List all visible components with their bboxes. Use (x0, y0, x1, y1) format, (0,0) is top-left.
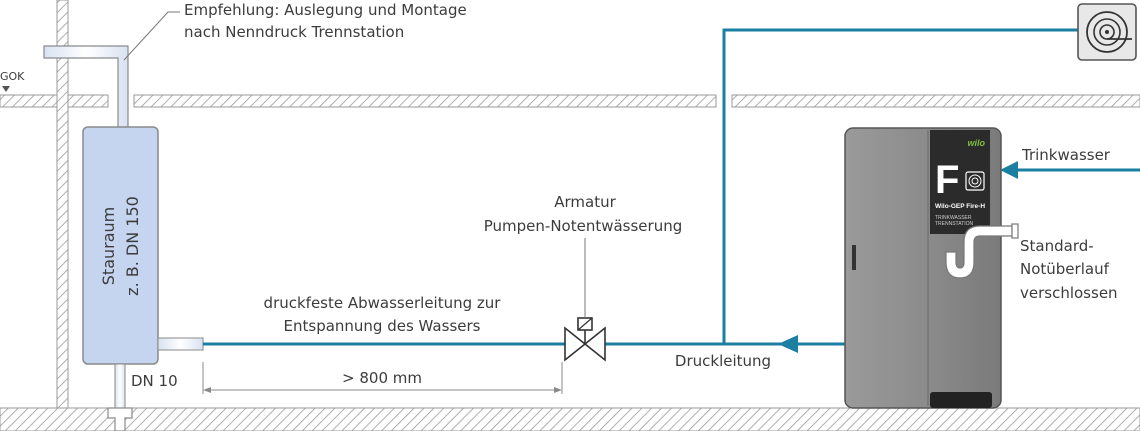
drain-pipe-down (114, 363, 126, 409)
wilo-device (844, 127, 1019, 409)
pressure-flow-arrow (778, 335, 798, 353)
dn10-label: DN 10 (131, 372, 178, 390)
drain-fitting (107, 407, 133, 431)
ceiling-slab-right (731, 94, 1140, 108)
recommendation-label-line1: Empfehlung: Auslegung und Montage (184, 1, 467, 19)
ceiling-slab-middle (133, 94, 717, 108)
dn10-nozzle (157, 337, 204, 351)
hose-reel-icon (1077, 3, 1137, 61)
overflow-label-line3: verschlossen (1020, 284, 1118, 302)
device-hose-reel-icon (965, 171, 985, 191)
overflow-label-line1: Standard- (1020, 237, 1094, 255)
distance-dimension (202, 362, 563, 394)
device-brand: wilo (968, 138, 986, 148)
ceiling-slab-left (0, 94, 109, 108)
valve-label-line2: Pumpen-Notentwässerung (484, 217, 683, 235)
device-model: Wilo-GEP Fire-H (935, 203, 985, 210)
device-letter: F (935, 158, 959, 202)
riser-line (722, 28, 1078, 344)
valve-label-line1: Armatur (554, 193, 616, 211)
drinking-water-label: Trinkwasser (1021, 146, 1111, 164)
distance-label: > 800 mm (342, 369, 422, 387)
drinking-water-arrow (1000, 161, 1018, 179)
gok-label: GOK (0, 70, 25, 83)
floor-slab (0, 407, 1140, 431)
gok-marker (2, 86, 10, 92)
storage-label-line1: Stauraum (99, 207, 118, 285)
drain-label-line1: druckfeste Abwasserleitung zur (264, 294, 502, 312)
storage-label-line2: z. B. DN 150 (123, 196, 142, 296)
drain-label-line2: Entspannung des Wassers (284, 317, 481, 335)
overflow-label-line2: Notüberlauf (1020, 260, 1110, 278)
vertical-wall (56, 0, 69, 409)
valve-icon (564, 317, 606, 362)
device-type-line2: TRENNSTATION (935, 221, 974, 227)
pressure-line-label: Druckleitung (675, 352, 771, 370)
recommendation-label-line2: nach Nenndruck Trennstation (184, 23, 404, 41)
recommendation-leader (123, 11, 180, 61)
storage-tank (82, 126, 159, 365)
device-type-line1: TRINKWASSER (935, 215, 972, 221)
overflow-siphon (945, 225, 1013, 279)
